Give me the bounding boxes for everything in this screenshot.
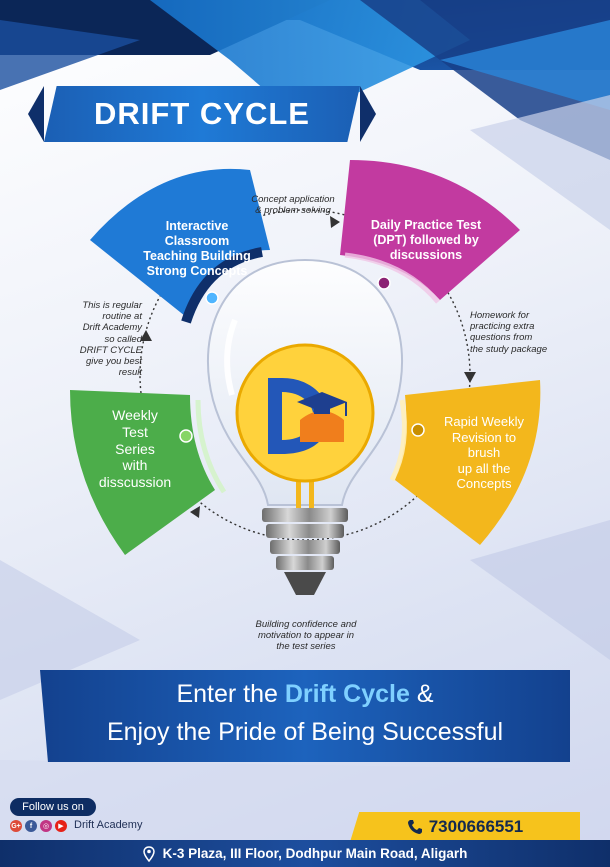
note-homework: Homework for practicing extra questions … [470, 310, 548, 355]
note-regular-routine: This is regular routine at Drift Academy… [79, 300, 142, 379]
note-building-confidence: Building confidence and motivation to ap… [255, 619, 357, 653]
cta-line-1: Enter the Drift Cycle & [176, 680, 434, 708]
bulb-base [262, 508, 348, 522]
phone-number: 7300666551 [428, 817, 524, 836]
segment-test-series-text: Weekly Test Series with disscussion [98, 407, 172, 491]
location-pin-icon [142, 845, 155, 862]
address-text: K-3 Plaza, III Floor, Dodhpur Main Road,… [162, 846, 468, 861]
segment-revision-text: Rapid Weekly Revision to brush up all th… [444, 414, 524, 492]
segment-dpt-text: Daily Practice Test (DPT) followed by di… [370, 218, 482, 262]
segment-revision [395, 380, 541, 545]
phone-box[interactable]: 7300666551 [350, 812, 580, 842]
segment-test-series [70, 390, 215, 555]
phone-icon [407, 820, 422, 834]
cta-line-2: Enjoy the Pride of Being Successful [106, 718, 504, 746]
facebook-icon[interactable]: f [25, 820, 37, 832]
cta-highlight: Drift Cycle [284, 680, 410, 708]
social-handle[interactable]: Drift Academy [74, 819, 143, 831]
segment-classroom-text: Interactive Classroom Teaching Building … [143, 219, 251, 278]
logo-graduation-cap [297, 392, 347, 412]
follow-us-label: Follow us on [10, 798, 96, 816]
logo-disk [235, 343, 375, 483]
instagram-icon[interactable]: ◎ [40, 820, 52, 832]
title-banner-tail-right [360, 86, 376, 142]
title-banner: DRIFT CYCLE [44, 86, 360, 142]
google-plus-icon[interactable]: G+ [10, 820, 22, 832]
logo-letter-d [268, 378, 282, 454]
segment-classroom [90, 168, 270, 320]
segment-classroom-rim [181, 247, 263, 324]
youtube-icon[interactable]: ▶ [55, 820, 67, 832]
page-title: DRIFT CYCLE [94, 96, 310, 131]
address-bar: K-3 Plaza, III Floor, Dodhpur Main Road,… [0, 840, 610, 867]
title-banner-tail-left [28, 86, 44, 142]
note-concept-application: Concept application & problem solving [251, 194, 335, 217]
logo-figure [300, 411, 344, 442]
cta-banner: Enter the Drift Cycle & Enjoy the Pride … [40, 670, 570, 762]
segment-dpt [340, 160, 520, 300]
